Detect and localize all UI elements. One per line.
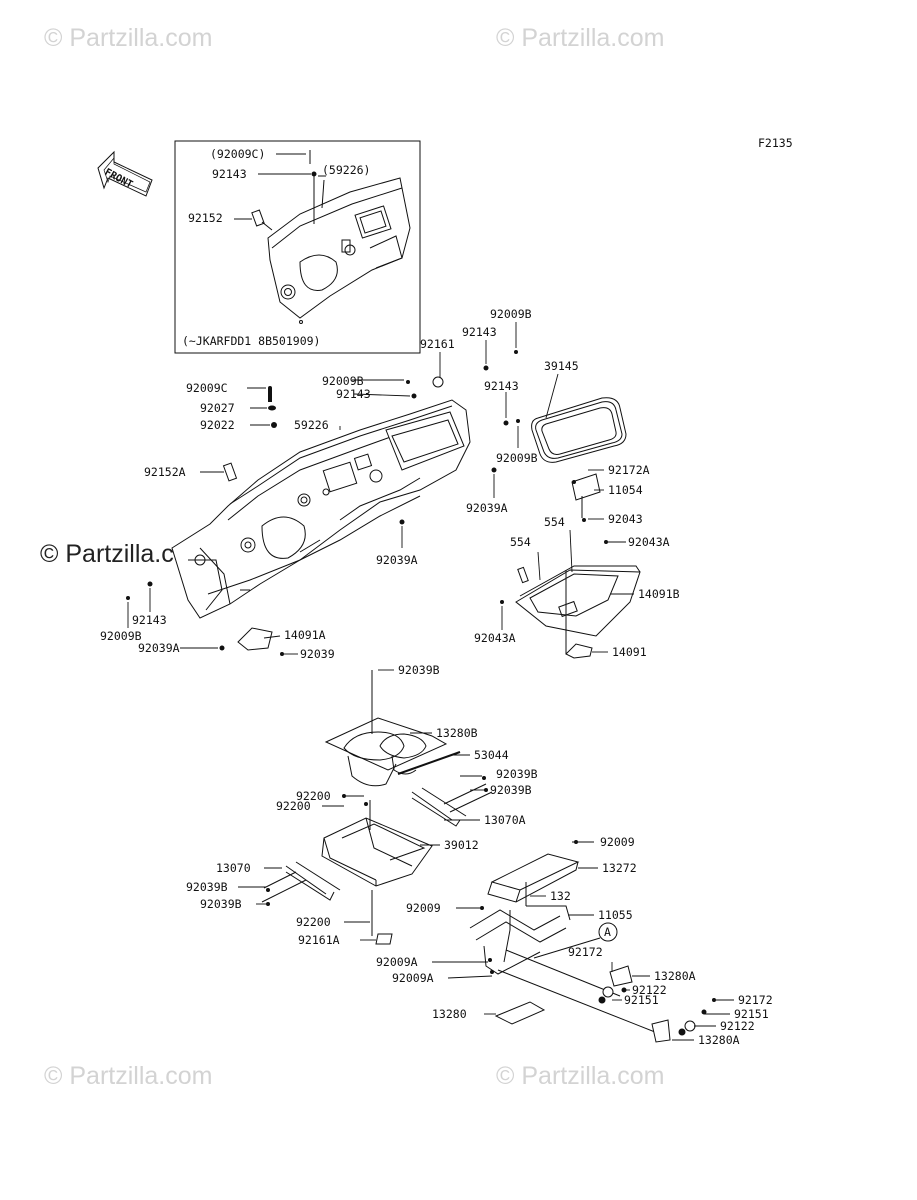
diagram-code: F2135: [758, 136, 793, 150]
callout-a: [598, 922, 618, 942]
glass-39145: [531, 397, 627, 463]
label-92039A-left: 92039A: [138, 641, 180, 655]
watermark-top-left: © Partzilla.com: [44, 24, 213, 52]
inset-box: [174, 140, 421, 354]
label-92009A-a: 92009A: [376, 955, 418, 969]
label-39012: 39012: [444, 838, 479, 852]
label-92039: 92039: [300, 647, 335, 661]
label-53044: 53044: [474, 748, 509, 762]
label-92161: 92161: [420, 337, 455, 351]
bracket-13070: [261, 861, 341, 903]
label-92143-top: 92143: [462, 325, 497, 339]
label-92009-right: 92009: [600, 835, 635, 849]
storage-box-39012: [321, 800, 433, 945]
label-554-b: 554: [510, 535, 531, 549]
label-92200-a: 92200: [296, 789, 331, 803]
label-92009B-mid: 92009B: [322, 374, 364, 388]
label-92161A: 92161A: [298, 933, 340, 947]
bracket-14091A: [237, 627, 273, 651]
label-92039B-left-2: 92039B: [200, 897, 242, 911]
label-13272: 13272: [602, 861, 637, 875]
front-arrow-icon: [97, 150, 153, 197]
label-14091: 14091: [612, 645, 647, 659]
label-92039B-top: 92039B: [398, 663, 440, 677]
label-92009A-b: 92009A: [392, 971, 434, 985]
label-14091A: 14091A: [284, 628, 326, 642]
label-13070: 13070: [216, 861, 251, 875]
label-92039B-right-1: 92039B: [496, 767, 538, 781]
label-13280A-b: 13280A: [698, 1033, 740, 1047]
label-13280B: 13280B: [436, 726, 478, 740]
label-92022: 92022: [200, 418, 235, 432]
label-92151-b: 92151: [734, 1007, 769, 1021]
label-92039A-mid: 92039A: [376, 553, 418, 567]
label-59226: 59226: [294, 418, 329, 432]
label-92027: 92027: [200, 401, 235, 415]
label-92152A: 92152A: [144, 465, 186, 479]
inset-dash-panel: [267, 177, 411, 324]
label-92039A-center: 92039A: [466, 501, 508, 515]
label-92122-b: 92122: [720, 1019, 755, 1033]
label-92043: 92043: [608, 512, 643, 526]
label-92172A: 92172A: [608, 463, 650, 477]
dash-panel-59226: [171, 399, 471, 619]
label-92151-a: 92151: [624, 993, 659, 1007]
watermark-top-right: © Partzilla.com: [496, 24, 665, 52]
label-92143-right: 92143: [484, 379, 519, 393]
bracket-13272: [487, 853, 580, 903]
label-92200-b: 92200: [276, 799, 311, 813]
label-13280: 13280: [432, 1007, 467, 1021]
inset-label-92009C: (92009C): [210, 147, 265, 161]
watermark-bottom-right: © Partzilla.com: [496, 1062, 665, 1090]
label-92043A-left: 92043A: [474, 631, 516, 645]
label-92122-a: 92122: [632, 983, 667, 997]
label-92200-c: 92200: [296, 915, 331, 929]
label-13070A: 13070A: [484, 813, 526, 827]
tray-14091B: [515, 473, 641, 654]
label-92009B-left: 92009B: [100, 629, 142, 643]
label-92143-left: 92143: [132, 613, 167, 627]
label-92009-left: 92009: [406, 901, 441, 915]
cupholder-13280B: [324, 670, 448, 787]
bracket-13070A: [411, 783, 493, 827]
label-11055: 11055: [598, 908, 633, 922]
label-92039B-left-1: 92039B: [186, 880, 228, 894]
label-92043A-right: 92043A: [628, 535, 670, 549]
label-92039B-right-2: 92039B: [490, 783, 532, 797]
label-554-a: 554: [544, 515, 565, 529]
label-92143-mid: 92143: [336, 387, 371, 401]
label-92009B-right: 92009B: [496, 451, 538, 465]
label-92009B-top: 92009B: [490, 307, 532, 321]
stop-13280: [494, 1001, 546, 1025]
label-11054: 11054: [608, 483, 643, 497]
label-13280A-a: 13280A: [654, 969, 696, 983]
inset-label-92152: 92152: [188, 211, 223, 225]
inset-label-59226: (59226): [322, 163, 370, 177]
inset-label-92143: 92143: [212, 167, 247, 181]
label-92172-a: 92172: [568, 945, 603, 959]
label-132: 132: [550, 889, 571, 903]
label-92172-b: 92172: [738, 993, 773, 1007]
watermark-bottom-left: © Partzilla.com: [44, 1062, 213, 1090]
callout-a-label: A: [604, 925, 611, 939]
label-14091B: 14091B: [638, 587, 680, 601]
inset-note: (~JKARFDD1 8B501909): [182, 334, 320, 348]
label-39145: 39145: [544, 359, 579, 373]
label-92009C: 92009C: [186, 381, 228, 395]
frame-132: [469, 882, 661, 1035]
